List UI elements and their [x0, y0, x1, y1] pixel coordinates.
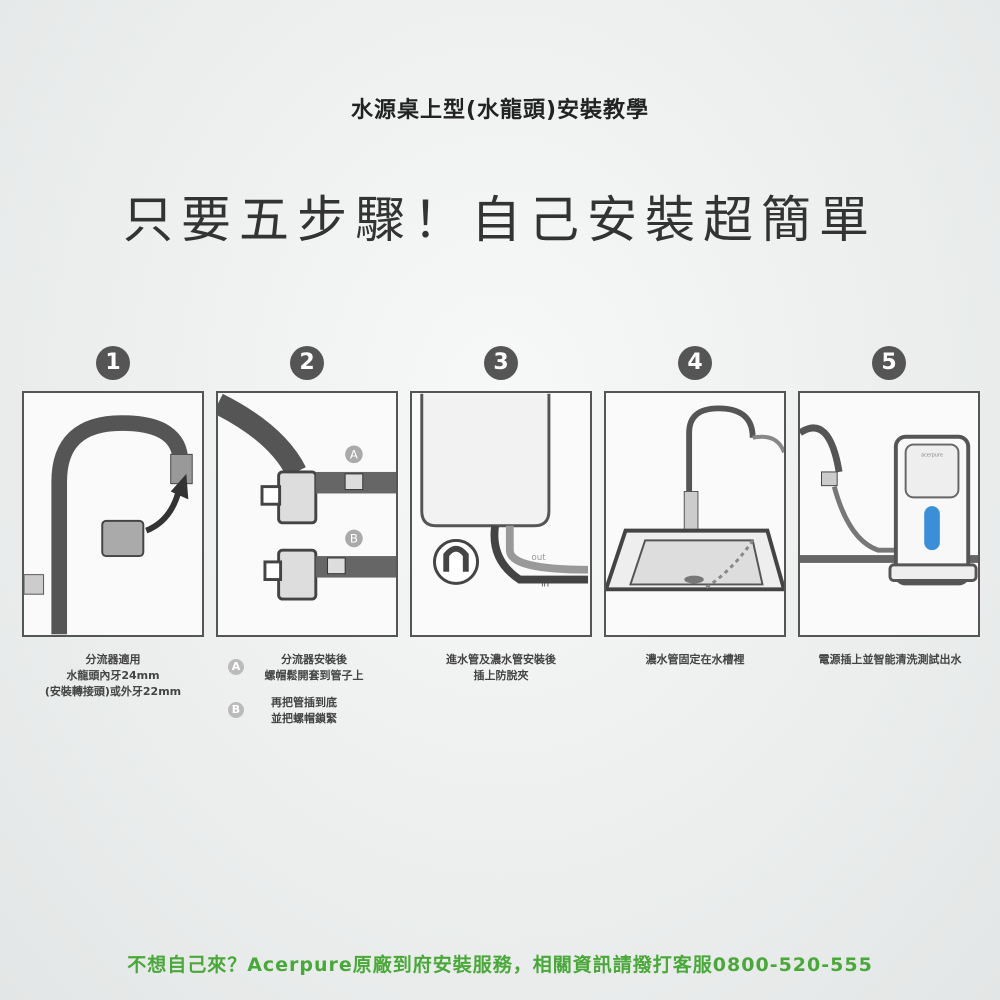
step-number-4: 4 [678, 346, 712, 380]
caption-line: 水龍頭內牙24mm [66, 669, 160, 682]
label-a: A [350, 447, 358, 461]
caption-line: 並把螺帽鎖緊 [271, 712, 337, 725]
purifier-device-icon: acerpure [800, 424, 978, 586]
badge-a: A [228, 659, 244, 675]
step-1-caption: 分流器適用 水龍頭內牙24mm (安裝轉接頭)或外牙22mm [22, 652, 204, 700]
step-4-caption: 濃水管固定在水槽裡 [604, 652, 786, 668]
caption-line: 螺帽鬆開套到管子上 [264, 669, 364, 682]
device-brand: acerpure [921, 452, 943, 458]
caption-line: 進水管及濃水管安裝後 [446, 653, 556, 666]
caption-line: 電源插上並智能清洗測試出水 [818, 653, 962, 666]
caption-line: 分流器適用 [85, 653, 141, 666]
subtitle: 水源桌上型(水龍頭)安裝教學 [350, 98, 650, 123]
step-2a-caption: 分流器安裝後 螺帽鬆開套到管子上 [244, 652, 384, 684]
step-2b-caption: 再把管插到底 並把螺帽鎖緊 [244, 695, 364, 727]
out-label: out [531, 553, 546, 563]
service-footer: 不想自己來？Acerpure原廠到府安裝服務，相關資訊請撥打客服0800-520… [127, 954, 873, 976]
label-b: B [350, 531, 358, 545]
faucet-adapter-icon [24, 415, 193, 635]
sink-drain-icon [606, 405, 784, 592]
step-5-illustration: acerpure [798, 391, 980, 637]
step-3-illustration: out in [410, 391, 592, 637]
badge-b: B [228, 702, 244, 718]
step-number-3: 3 [484, 346, 518, 380]
caption-line: 分流器安裝後 [281, 653, 347, 666]
step-number-5: 5 [872, 346, 906, 380]
step-1-illustration [22, 391, 204, 637]
caption-line: 濃水管固定在水槽裡 [645, 653, 745, 666]
caption-line: 插上防脫夾 [473, 669, 529, 682]
step-3-caption: 進水管及濃水管安裝後 插上防脫夾 [410, 652, 592, 684]
step-number-2: 2 [290, 346, 324, 380]
caption-line: (安裝轉接頭)或外牙22mm [44, 685, 182, 698]
step-2-illustration: A B [216, 391, 398, 637]
tube-clip-icon: out in [420, 393, 589, 589]
diverter-install-icon: A B [218, 393, 396, 601]
in-label: in [541, 579, 549, 589]
caption-line: 再把管插到底 [271, 696, 337, 709]
step-number-1: 1 [96, 346, 130, 380]
headline: 只要五步驟！自己安裝超簡單 [123, 191, 877, 249]
step-5-caption: 電源插上並智能清洗測試出水 [790, 652, 990, 668]
step-4-illustration [604, 391, 786, 637]
